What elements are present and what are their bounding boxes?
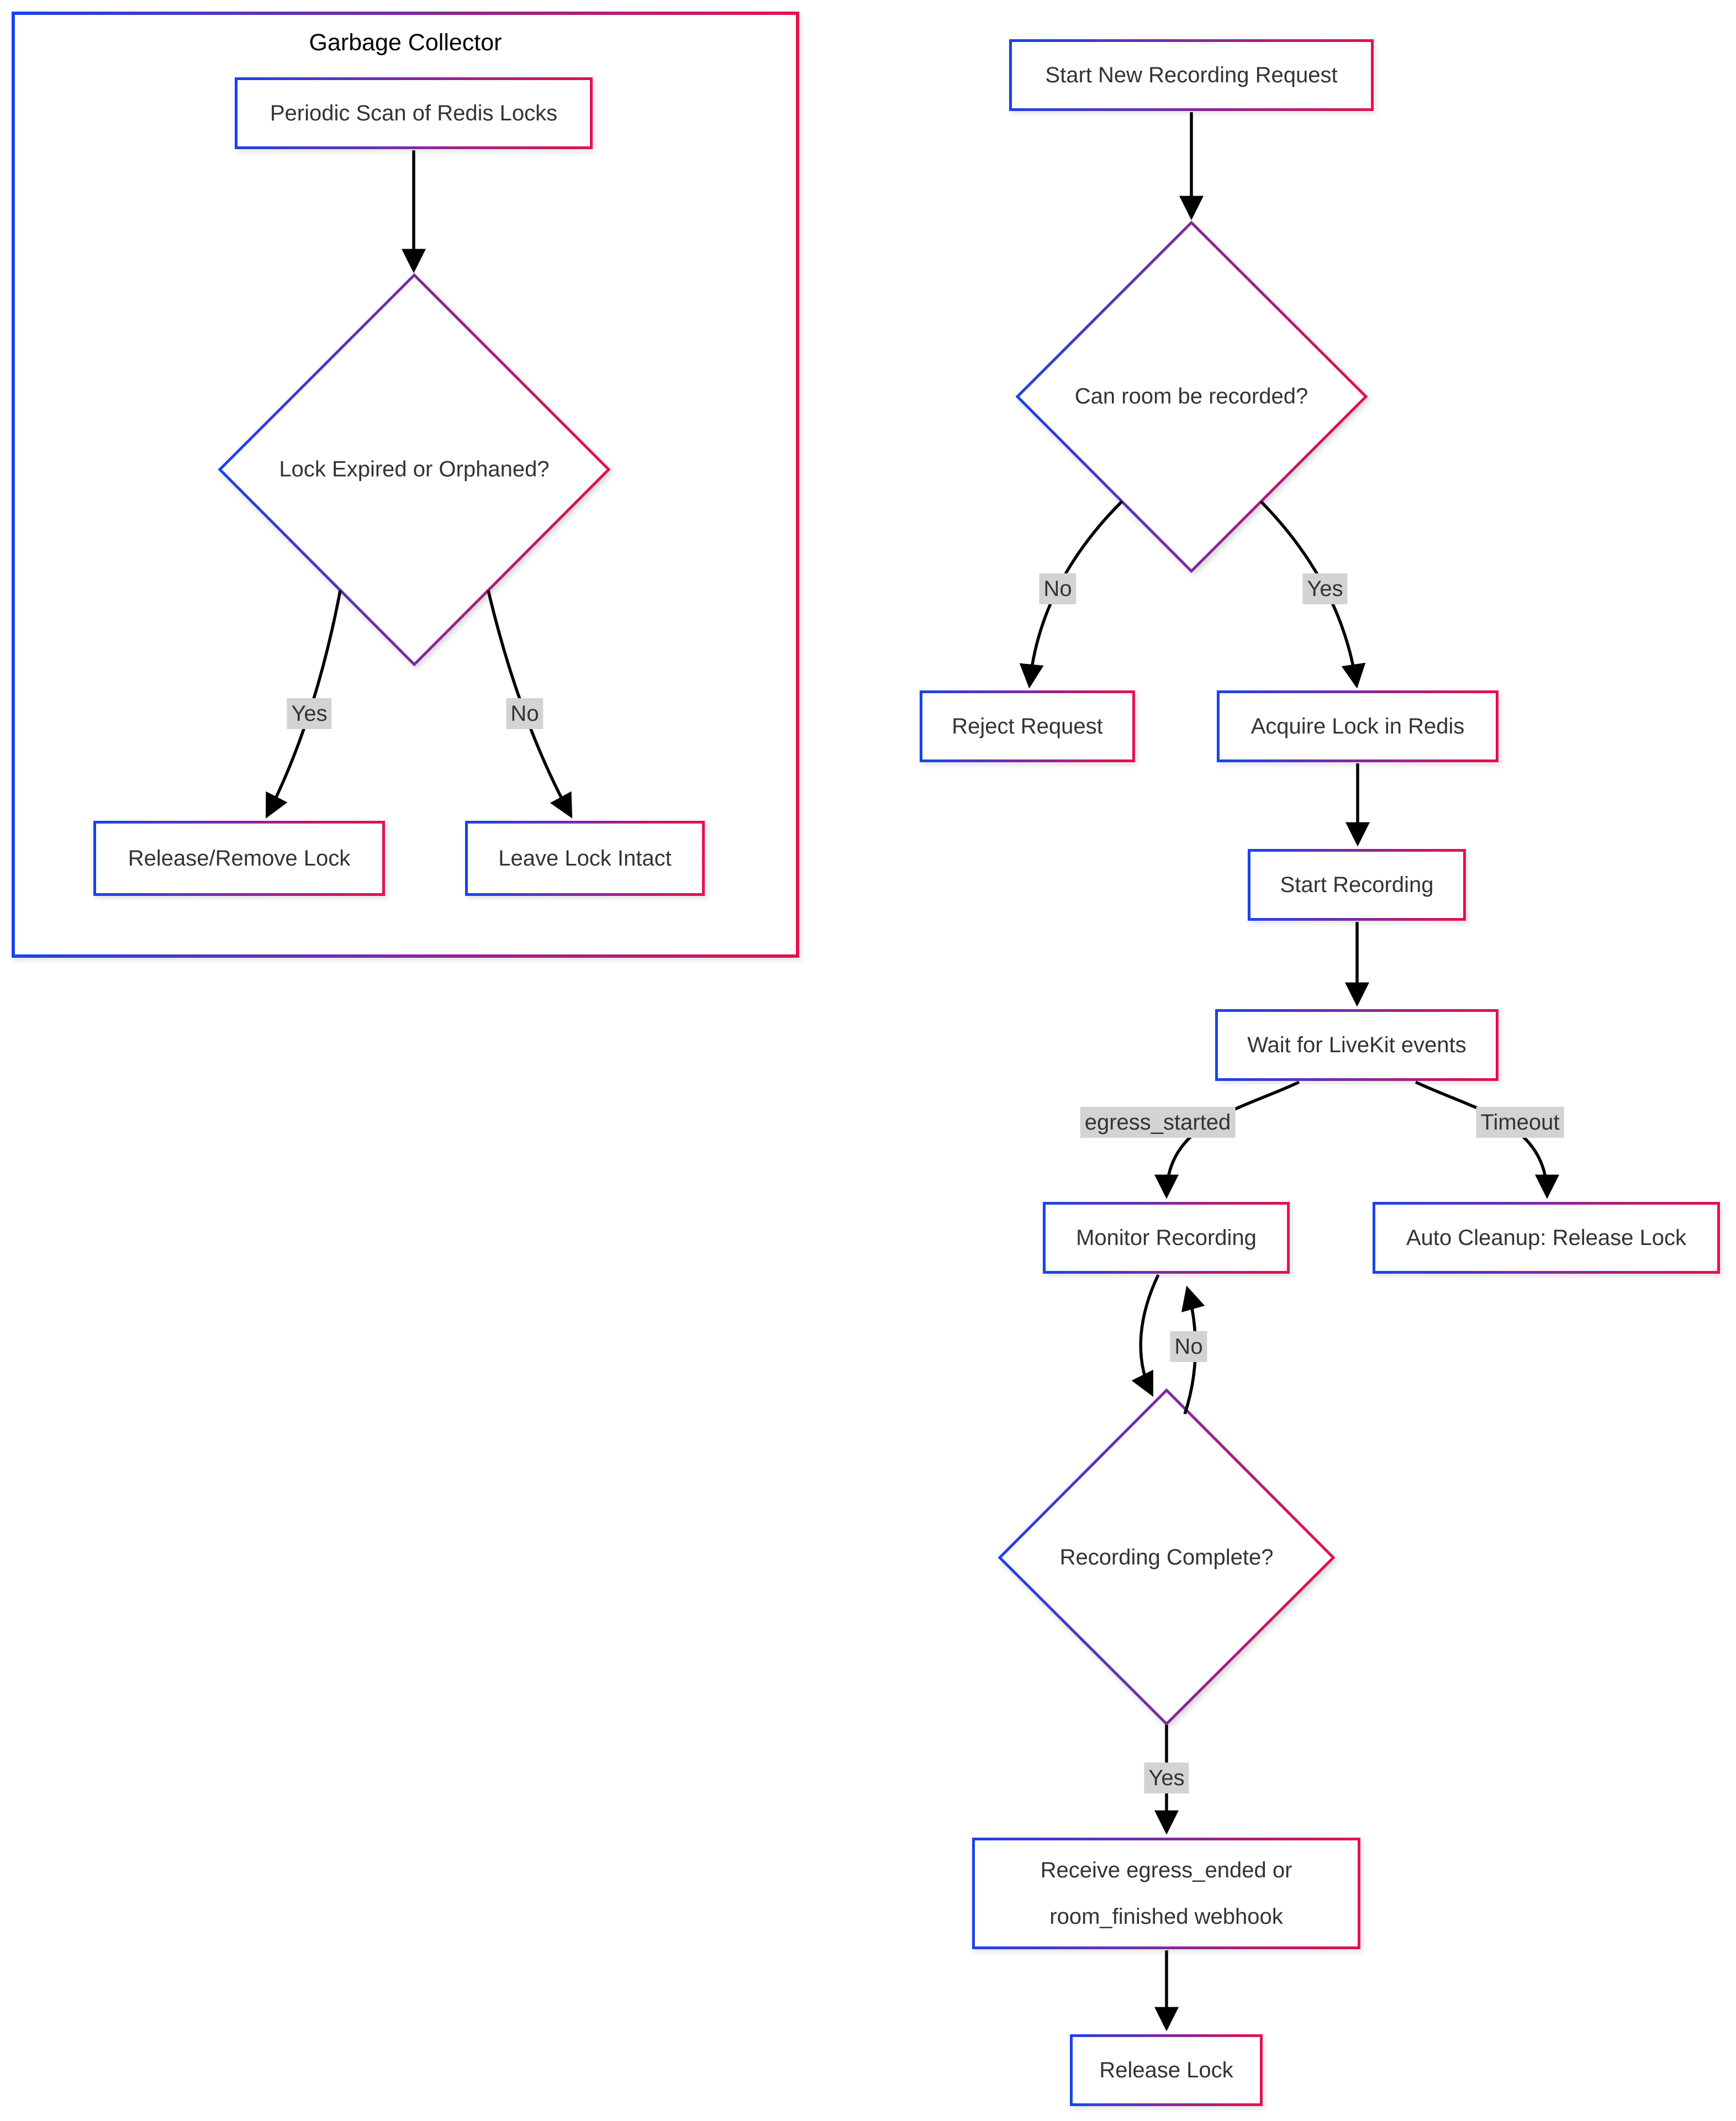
node-start-recording-label: Start Recording (1280, 873, 1434, 897)
node-receive-webhook-line2: room_finished webhook (1049, 1904, 1283, 1929)
node-acquire-lock-label: Acquire Lock in Redis (1250, 714, 1465, 738)
decision-lock-expired-label: Lock Expired or Orphaned? (279, 457, 550, 482)
decision-can-room-record-shape (1015, 220, 1368, 573)
node-periodic-scan: Periodic Scan of Redis Locks (235, 77, 593, 149)
decision-recording-complete-label: Recording Complete? (1059, 1545, 1274, 1570)
edge-monitor-to-complete (1131, 1274, 1160, 1397)
node-receive-webhook: Receive egress_ended or room_finished we… (972, 1838, 1360, 1949)
node-release-lock-label: Release Lock (1099, 2058, 1233, 2082)
node-start-recording: Start Recording (1248, 849, 1466, 921)
edge-label-gc-yes: Yes (287, 698, 332, 729)
node-release-lock: Release Lock (1070, 2034, 1263, 2106)
node-reject-request: Reject Request (920, 690, 1135, 762)
node-receive-webhook-line1: Receive egress_ended or (1040, 1858, 1292, 1882)
decision-lock-expired-shape (218, 273, 611, 667)
edge-label-loop-no: No (1170, 1331, 1207, 1362)
edge-egress-started (1154, 1080, 1300, 1199)
node-acquire-lock: Acquire Lock in Redis (1217, 690, 1498, 762)
edge-label-gc-no: No (506, 698, 544, 729)
edge-label-room-no: No (1039, 573, 1077, 604)
subgraph-title: Garbage Collector (309, 29, 502, 56)
node-release-remove-lock: Release/Remove Lock (93, 821, 385, 896)
edge-label-complete-yes: Yes (1144, 1763, 1189, 1793)
decision-recording-complete-shape (998, 1388, 1336, 1726)
node-monitor-recording: Monitor Recording (1043, 1202, 1290, 1274)
node-auto-cleanup: Auto Cleanup: Release Lock (1373, 1202, 1720, 1274)
node-start-request-label: Start New Recording Request (1045, 63, 1338, 87)
node-start-request: Start New Recording Request (1009, 39, 1374, 111)
node-reject-request-label: Reject Request (952, 714, 1103, 738)
edge-timeout (1415, 1080, 1559, 1199)
edge-label-egress-started: egress_started (1080, 1107, 1236, 1138)
node-periodic-scan-label: Periodic Scan of Redis Locks (270, 101, 558, 125)
node-auto-cleanup-label: Auto Cleanup: Release Lock (1406, 1226, 1686, 1250)
node-leave-lock-intact-label: Leave Lock Intact (498, 846, 672, 870)
edge-label-timeout: Timeout (1476, 1107, 1564, 1138)
decision-can-room-record-label: Can room be recorded? (1074, 384, 1308, 409)
node-wait-events-label: Wait for LiveKit events (1247, 1033, 1466, 1057)
node-release-remove-lock-label: Release/Remove Lock (128, 846, 351, 870)
node-wait-events: Wait for LiveKit events (1215, 1009, 1498, 1081)
node-leave-lock-intact: Leave Lock Intact (465, 821, 705, 896)
edge-label-room-yes: Yes (1302, 573, 1348, 604)
node-monitor-recording-label: Monitor Recording (1076, 1226, 1257, 1250)
